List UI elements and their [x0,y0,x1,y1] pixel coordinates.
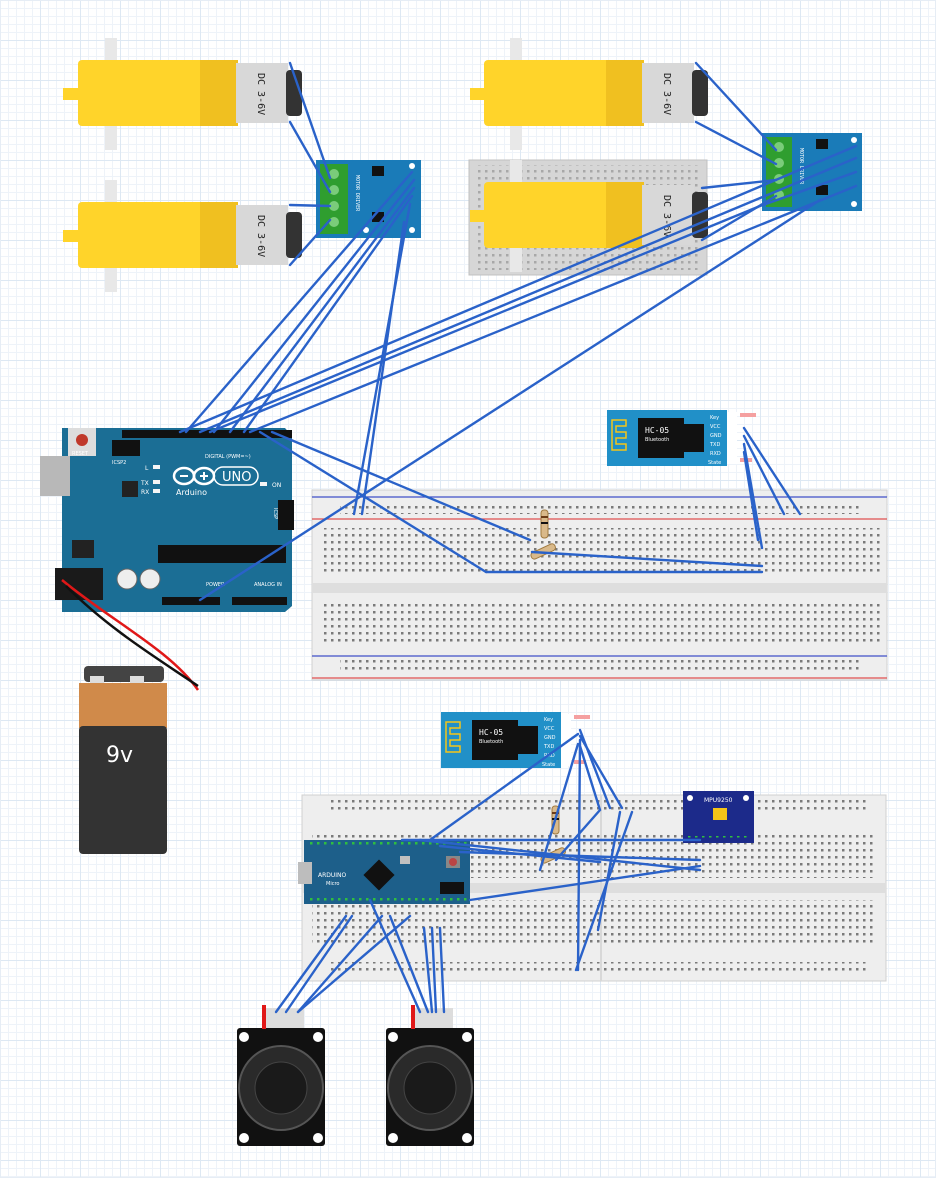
hc05-bottom-pin-key: Key [544,717,553,723]
dc-motor-1 [63,38,302,150]
dc-motor-3 [470,38,708,150]
hc05-top-pin-gnd: GND [710,433,722,439]
reset-button[interactable] [76,434,88,446]
motor-driver-right-label: MOTOR DRIVER [798,148,804,185]
uno-logo-text: UNO [222,470,251,485]
digital-label: DIGITAL (PWM=~) [205,454,251,460]
motor-driver-left-label: MOTOR DRIVER [354,175,360,212]
hc05-top-pin-rxd: RXD [710,451,721,457]
hc05-bottom [441,712,590,768]
hc05-top-pin-state: State [708,460,721,466]
hc05-top-pin-txd: TXD [709,442,720,448]
hc05-top [607,410,756,466]
hc05-bottom-pin-state: State [542,762,555,768]
joystick-right [386,1005,474,1146]
power-jack [55,568,103,600]
hc05-bottom-pin-rxd: RXD [544,753,555,759]
dc-motor-2 [63,180,302,292]
wire-battery-positive [61,579,200,691]
mpu-title: MPU9250 [704,797,733,804]
power-label: POWER [206,582,225,588]
wires-blue [178,61,858,1014]
motor-4-label: DC 3-6V [661,195,672,237]
hc05-top-subtitle: Bluetooth [645,437,669,443]
arduino-uno: RESET ICSP2 DIGITAL (PWM=~) L TX RX ON U… [40,428,294,612]
motor-1-label: DC 3-6V [255,73,266,115]
hc05-top-pin-vcc: VCC [710,424,721,430]
joystick-left [237,1005,325,1146]
digital-header [122,430,292,438]
icsp2-label: ICSP2 [112,460,126,466]
battery-label: 9v [106,743,133,768]
motor-3-label: DC 3-6V [661,73,672,115]
breadboard-top [311,489,888,681]
hc05-bottom-pin-vcc: VCC [544,726,555,732]
hc05-top-pin-key: Key [710,415,719,421]
hc05-top-title: HC-05 [645,426,669,435]
led-tx-label: TX [140,480,149,487]
on-label: ON [272,482,281,489]
reset-label: RESET [72,451,89,457]
analog-label: ANALOG IN [254,582,282,588]
hc05-bottom-pin-gnd: GND [544,735,556,741]
resistors-top [530,509,556,560]
motor-2-label: DC 3-6V [255,215,266,257]
arduino-micro [298,840,470,904]
battery-9v [79,666,167,854]
analog-header [232,597,287,605]
usb-port [40,456,70,496]
hc05-bottom-title: HC-05 [479,728,503,737]
led-rx-label: RX [141,489,149,496]
micro-model: Micro [326,881,339,887]
arduino-brand: Arduino [176,488,207,497]
hc05-bottom-pin-txd: TXD [543,744,554,750]
hc05-bottom-subtitle: Bluetooth [479,739,503,745]
led-l-label: L [145,465,149,472]
wire-battery-negative [65,585,199,688]
mpu-sensor [683,791,754,843]
power-header [162,597,220,605]
dc-motor-4 [470,160,708,272]
micro-brand: ARDUINO [318,872,347,879]
arduino-logo [172,466,259,486]
atmega-chip [158,545,286,563]
icsp-label: ICSP [272,508,278,519]
